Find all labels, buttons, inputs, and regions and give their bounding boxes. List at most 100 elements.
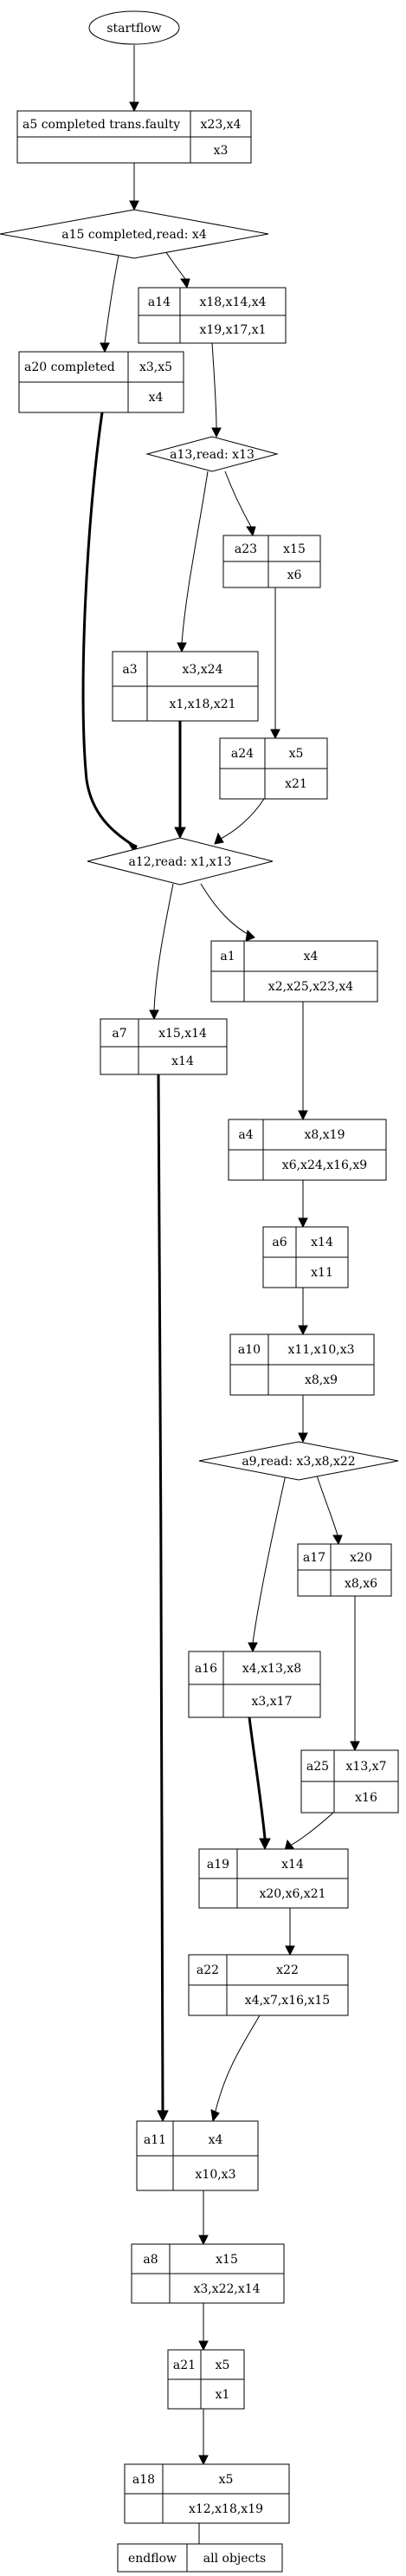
node-a10-in: x8,x9 [305, 1373, 338, 1387]
node-a21-out: x5 [216, 2359, 230, 2372]
node-a20-name: a20 completed [24, 360, 115, 374]
edge-a24-a12 [220, 798, 265, 840]
node-a5-out: x23,x4 [201, 118, 242, 132]
node-a3-name: a3 [122, 663, 137, 677]
node-a24: a24 x5 x21 [219, 737, 328, 800]
node-a25-in: x16 [355, 1791, 377, 1805]
node-a3: a3 x3,x24 x1,x18,x21 [112, 651, 259, 722]
node-a18-in: x12,x18,x19 [189, 2502, 263, 2516]
decision-a15: a15 completed,read: x4 [0, 209, 269, 259]
edge-a13-a23 [224, 470, 252, 528]
node-a18: a18 x5 x12,x18,x19 [124, 2463, 290, 2524]
edge-a20-a12 [81, 412, 133, 847]
edge-a12-a7 [153, 883, 174, 1011]
decision-a12-label: a12,read: x1,x13 [128, 855, 231, 869]
node-a11-in: x10,x3 [196, 2168, 236, 2182]
node-a21: a21 x5 x1 [167, 2349, 245, 2410]
node-a3-out: x3,x24 [183, 663, 223, 677]
node-a17-out: x20 [350, 1551, 372, 1565]
node-a8: a8 x15 x3,x22,x14 [131, 2243, 285, 2304]
node-a7: a7 x15,x14 x14 [100, 1018, 228, 1075]
edge-a16-a19 [248, 1716, 267, 1840]
node-a22: a22 x22 x4,x7,x16,x15 [188, 1954, 349, 2016]
node-a5: a5 completed trans.faulty x23,x4 x3 [16, 110, 252, 164]
edge-a9-a16 [252, 1474, 287, 1644]
node-a11-name: a11 [144, 2133, 166, 2147]
node-a20-out: x3,x5 [139, 360, 172, 374]
node-a19-in: x20,x6,x21 [259, 1887, 325, 1901]
end-right-label: all objects [203, 2552, 266, 2566]
node-a17-in: x8,x6 [345, 1577, 377, 1591]
node-a24-out: x5 [289, 747, 304, 761]
node-a6-in: x11 [311, 1266, 333, 1280]
decision-a13: a13,read: x13 [145, 436, 279, 472]
node-a1-name: a1 [220, 950, 235, 964]
edge-a14-a13 [211, 342, 217, 429]
end-node: endflow all objects [117, 2543, 283, 2573]
node-a14-name: a14 [148, 295, 171, 309]
node-a21-in: x1 [216, 2388, 230, 2402]
node-a14-in: x19,x17,x1 [199, 323, 266, 337]
node-a16-in: x3,x17 [252, 1695, 293, 1709]
node-a7-out: x15,x14 [158, 1027, 207, 1041]
node-a20: a20 completed x3,x5 x4 [18, 351, 184, 413]
node-a10-name: a10 [238, 1343, 261, 1357]
node-a17-name: a17 [303, 1551, 325, 1565]
node-a3-in: x1,x18,x21 [169, 698, 235, 711]
node-a24-in: x21 [285, 777, 307, 791]
node-a23-out: x15 [283, 542, 306, 556]
node-a5-name: a5 completed trans.faulty [23, 118, 180, 132]
node-a25-out: x13,x7 [346, 1760, 387, 1774]
node-a8-in: x3,x22,x14 [193, 2282, 260, 2296]
node-a22-name: a22 [197, 1963, 219, 1977]
node-a19-name: a19 [207, 1858, 229, 1872]
node-a16: a16 x4,x13,x8 x3,x17 [188, 1651, 321, 1718]
node-a21-name: a21 [173, 2359, 196, 2372]
decision-a13-label: a13,read: x13 [170, 448, 255, 462]
node-a4: a4 x8,x19 x6,x24,x16,x9 [228, 1119, 387, 1181]
edge-a25-a19 [289, 1812, 334, 1846]
node-a17: a17 x20 x8,x6 [297, 1543, 392, 1597]
node-a19-out: x14 [281, 1858, 304, 1872]
node-a25: a25 x13,x7 x16 [300, 1749, 399, 1814]
node-a23: a23 x15 x6 [222, 535, 321, 588]
node-a25-name: a25 [306, 1760, 329, 1774]
node-a23-name: a23 [235, 542, 257, 556]
node-a11-out: x4 [209, 2133, 223, 2147]
node-a24-name: a24 [231, 747, 254, 761]
node-a14: a14 x18,x14,x4 x19,x17,x1 [138, 287, 287, 344]
node-a16-name: a16 [195, 1662, 217, 1676]
node-a22-in: x4,x7,x16,x15 [245, 1994, 330, 2008]
node-a7-in: x14 [171, 1054, 194, 1068]
edge-a7-a11 [157, 1074, 164, 2112]
decision-a15-label: a15 completed,read: x4 [61, 228, 207, 242]
decision-a9-label: a9,read: x3,x8,x22 [242, 1455, 355, 1469]
node-a16-out: x4,x13,x8 [242, 1662, 301, 1676]
node-a4-name: a4 [238, 1128, 253, 1142]
end-left-label: endflow [128, 2552, 177, 2566]
node-a19: a19 x14 x20,x6,x21 [198, 1848, 349, 1909]
node-a5-in: x3 [214, 144, 229, 158]
decision-a9: a9,read: x3,x8,x22 [198, 1441, 399, 1481]
start-label: startflow [106, 22, 161, 36]
node-a4-out: x8,x19 [305, 1128, 345, 1142]
node-a8-name: a8 [143, 2253, 158, 2267]
edge-a12-a1 [200, 883, 252, 937]
node-a4-in: x6,x24,x16,x9 [282, 1158, 367, 1172]
edge-a13-a3 [181, 470, 209, 644]
node-a1-in: x2,x25,x23,x4 [268, 980, 353, 994]
node-a14-out: x18,x14,x4 [199, 295, 266, 309]
node-a10: a10 x11,x10,x3 x8,x9 [229, 1333, 375, 1396]
node-a6-name: a6 [272, 1236, 287, 1249]
edges [81, 45, 360, 2572]
node-a7-name: a7 [112, 1027, 126, 1041]
edge-a22-a11 [214, 2015, 261, 2115]
node-a18-name: a18 [132, 2473, 155, 2487]
node-a23-in: x6 [287, 568, 302, 582]
start-node: startflow [88, 10, 180, 45]
node-a6: a6 x14 x11 [262, 1226, 349, 1288]
node-a8-out: x15 [216, 2253, 238, 2267]
node-a6-out: x14 [311, 1236, 333, 1249]
node-a18-out: x5 [219, 2473, 234, 2487]
